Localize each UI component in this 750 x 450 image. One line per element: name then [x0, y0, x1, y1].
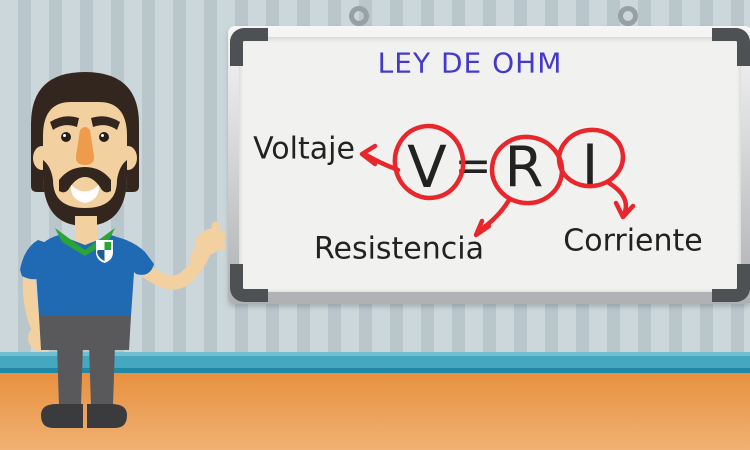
shield-navy-quadrant — [97, 250, 105, 261]
shirt-logo-shield-icon — [96, 240, 113, 263]
baseboard-highlight — [0, 352, 750, 356]
corner-bracket-top-right-icon — [712, 28, 750, 66]
palm-right — [194, 228, 224, 256]
arm-right-raised — [138, 247, 210, 290]
shield-green-quadrant — [104, 242, 111, 250]
beard — [43, 160, 127, 226]
mount-ring-left-icon — [349, 6, 369, 26]
finger-3 — [218, 241, 225, 251]
teacher-character — [20, 72, 225, 428]
pants-leg-right — [89, 344, 115, 406]
pants-leg-left — [57, 344, 83, 406]
corner-bracket-bottom-left-icon — [230, 264, 268, 302]
eyebrow-left — [50, 116, 79, 130]
baseboard-shadow-line — [0, 368, 750, 373]
sleeve-left — [20, 240, 50, 280]
arm-left-hanging — [22, 265, 43, 331]
eye-left — [61, 132, 71, 142]
eye-left-glint — [63, 134, 66, 137]
finger-1 — [211, 221, 221, 231]
finger-2 — [217, 230, 225, 240]
corner-bracket-bottom-right-icon — [712, 264, 750, 302]
hand-right-open-palm — [190, 221, 225, 262]
eye-right — [99, 132, 109, 142]
shoe-right — [87, 404, 127, 428]
pants-hips — [39, 316, 131, 350]
eyebrow-right — [91, 116, 120, 130]
thumb-right — [190, 248, 202, 262]
mount-ring-right-icon — [618, 6, 638, 26]
whiteboard-surface — [239, 37, 741, 292]
baseboard — [0, 352, 750, 368]
whiteboard — [228, 26, 750, 304]
mustache — [59, 167, 111, 193]
corner-bracket-top-left-icon — [230, 28, 268, 66]
mouth-smile — [70, 185, 100, 203]
nose — [75, 127, 95, 165]
shoe-left — [41, 404, 83, 428]
sleeve-right — [112, 236, 154, 275]
neck — [75, 216, 97, 248]
eye-right-glint — [101, 134, 104, 137]
